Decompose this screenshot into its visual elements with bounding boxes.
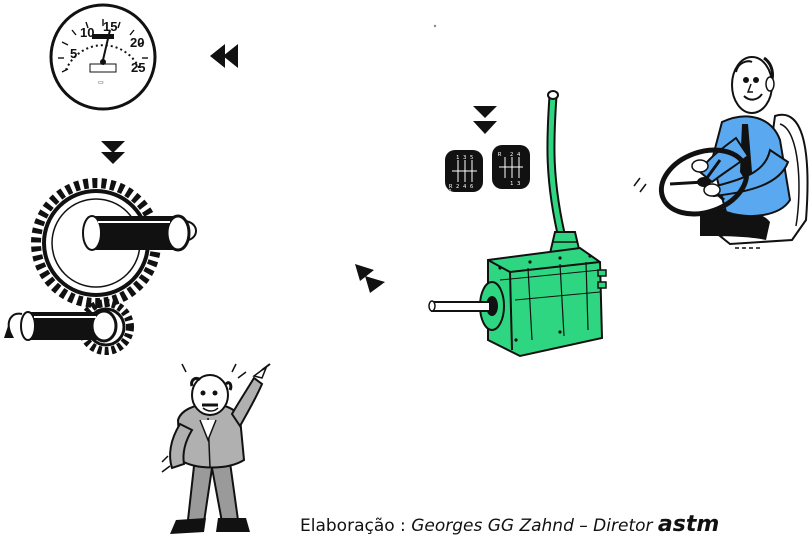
shift-label-5: 5 <box>470 155 473 161</box>
lower-shaft <box>4 311 116 341</box>
gearbox-illustration <box>429 91 606 356</box>
arrow-down-double-icon-gear <box>473 106 497 134</box>
speedometer-label-20: 20 <box>130 35 144 50</box>
shift-label-1: 1 <box>456 155 459 161</box>
speedometer: ▭ 5 10 15 20 25 <box>51 5 155 109</box>
speedometer-label-15: 15 <box>103 19 117 34</box>
gear-train-illustration <box>4 183 196 351</box>
speedometer-label-5: 5 <box>70 46 77 61</box>
shift-label-3: 3 <box>463 155 466 161</box>
shift-label-2b: 2 <box>510 152 513 158</box>
shift-label-3b: 3 <box>517 181 520 187</box>
presenter-shoe-right <box>216 518 250 532</box>
credit-line: Elaboração : Georges GG Zahnd – Diretor … <box>300 512 719 537</box>
stray-dot <box>449 189 451 191</box>
driver-illustration <box>634 57 808 248</box>
arrow-down-left-double-icon <box>355 264 385 293</box>
presenter-illustration <box>162 364 270 534</box>
credit-prefix: Elaboração : <box>300 516 411 536</box>
speedometer-label-10: 10 <box>80 25 94 40</box>
presenter-shoe-left <box>170 518 206 534</box>
speedometer-label-25: 25 <box>131 60 145 75</box>
shift-pattern-left: 1 3 5 R 2 4 6 <box>445 150 483 192</box>
shift-knob <box>548 91 558 99</box>
brand-logo-text: astm <box>658 512 719 537</box>
arrow-down-double-icon <box>101 141 125 164</box>
presenter-head <box>192 375 228 415</box>
odometer-mark: ▭ <box>98 80 104 86</box>
upper-shaft <box>83 216 196 250</box>
shift-label-2: 2 <box>456 184 459 190</box>
stray-dot <box>434 25 436 27</box>
shift-pattern-right: R 2 4 1 3 <box>492 145 530 189</box>
shift-label-1b: 1 <box>510 181 513 187</box>
arrow-left-double-icon <box>210 44 238 68</box>
credit-author: Georges GG Zahnd – Diretor <box>411 516 652 536</box>
shift-label-6: 6 <box>470 184 473 190</box>
